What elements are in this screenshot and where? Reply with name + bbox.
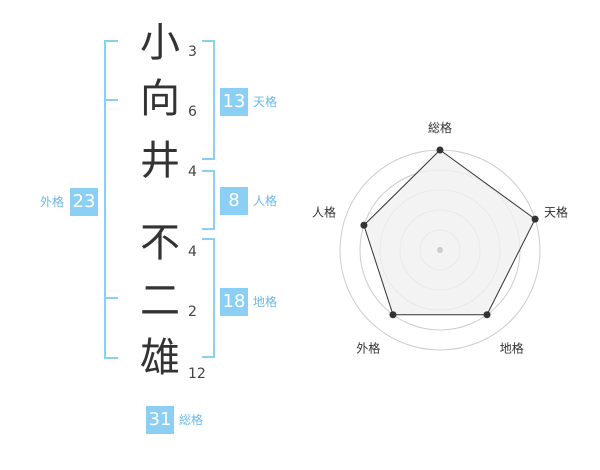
tenkaku-badge: 13 [220,88,248,116]
radar-point-3 [483,311,491,319]
gaikaku-bracket [104,40,106,358]
radar-point-4 [389,311,397,319]
tenkaku-bracket-top [202,40,215,42]
radar-axis-label-4: 外格 [356,341,380,356]
stroke-count-4: 4 [188,244,197,260]
name-char-4: 不 [140,220,180,266]
jinkaku-bracket-bottom [202,228,215,230]
gaikaku-bracket-mid2 [104,297,118,299]
jinkaku-bracket-top [202,170,215,172]
soukaku-label: 総格 [179,413,204,427]
radar-axis-label-2: 天格 [544,204,568,219]
tenkaku-label: 天格 [253,95,278,109]
radar-point-1 [436,146,444,154]
radar-axis-label-3: 地格 [500,341,524,356]
chikaku-badge: 18 [220,288,248,316]
radar-point-2 [531,215,539,223]
chikaku-bracket-bottom [202,356,215,358]
chikaku-bracket [213,238,215,358]
radar-polygon [363,149,536,316]
jinkaku-bracket [213,170,215,230]
radar-axis-label-5: 人格 [312,204,336,219]
stroke-count-1: 3 [188,44,197,60]
tenkaku-bracket-bottom [202,158,215,160]
stroke-count-2: 6 [188,104,197,120]
tenkaku-bracket [213,40,215,160]
gaikaku-bracket-bottom [104,357,118,359]
name-char-1: 小 [140,20,180,66]
gaikaku-badge: 23 [70,188,98,216]
name-char-3: 井 [140,138,180,184]
jinkaku-label: 人格 [253,194,278,208]
chikaku-label: 地格 [253,295,278,309]
jinkaku-badge: 8 [220,187,248,215]
gaikaku-label: 外格 [40,195,65,209]
radar-axis-label-1: 総格 [428,120,452,135]
stroke-count-6: 12 [188,366,206,382]
name-char-5: 二 [140,278,180,324]
stroke-count-3: 4 [188,164,197,180]
name-char-6: 雄 [140,335,180,381]
name-char-2: 向 [140,76,180,122]
chikaku-bracket-top [202,238,215,240]
stroke-count-5: 2 [188,304,197,320]
radar-center-dot [437,247,443,253]
soukaku-badge: 31 [146,406,174,434]
gaikaku-bracket-mid1 [104,99,118,101]
radar-point-5 [360,221,368,229]
gaikaku-bracket-top [104,40,118,42]
